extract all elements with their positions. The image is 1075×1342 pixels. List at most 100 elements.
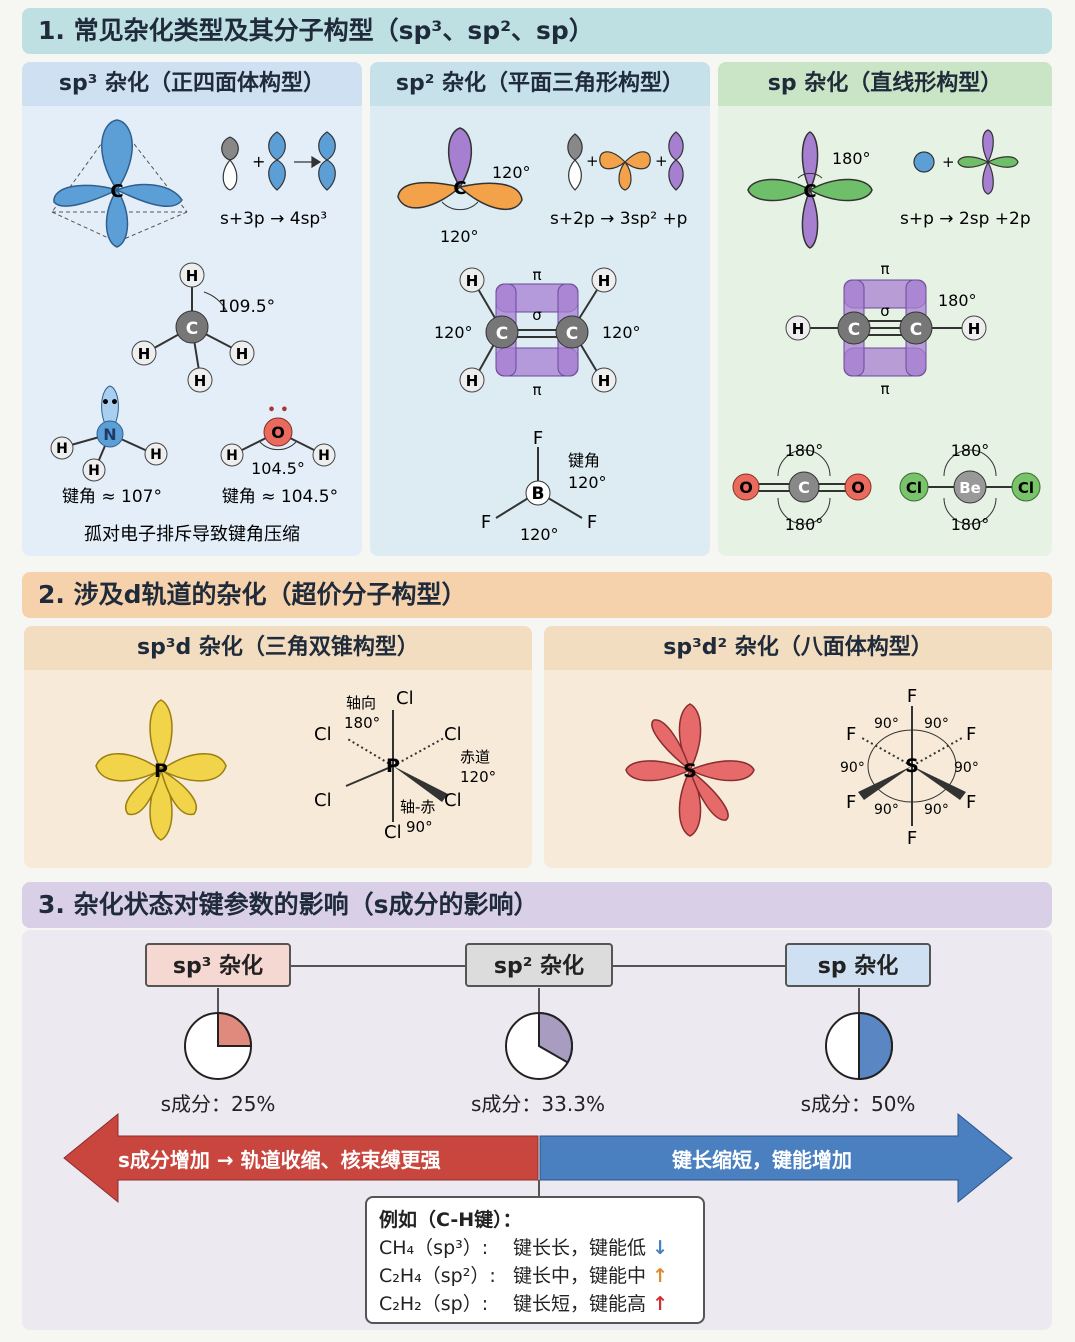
ethene-c2: C bbox=[566, 324, 578, 344]
nh3-h3: H bbox=[88, 463, 100, 479]
ethyne-sigma: σ bbox=[880, 302, 890, 320]
up-arrow-icon: ↑ bbox=[652, 1265, 668, 1287]
sp3d-diagram: P P Cl Cl Cl Cl Cl Cl 轴向 180° 赤道 120° 轴-… bbox=[95, 688, 496, 843]
sp3d2-f-top: F bbox=[907, 686, 917, 707]
bf3-angle2: 120° bbox=[520, 525, 559, 544]
example-row-c2h4: C₂H₄（sp²）: 键长中，键能中 ↑ bbox=[379, 1262, 691, 1290]
example-text: 键长中，键能中 bbox=[513, 1265, 647, 1287]
svg-text:• •: • • bbox=[267, 403, 288, 418]
h2o-h2: H bbox=[318, 448, 330, 464]
sp3d2-panel: sp³d² 杂化（八面体构型） S S F F F F F F 90° 90° … bbox=[544, 626, 1052, 868]
example-formula: CH₄（sp³）: bbox=[379, 1237, 489, 1259]
ethyne-angle: 180° bbox=[938, 291, 977, 310]
sp-title: sp 杂化（直线形构型） bbox=[718, 62, 1052, 106]
ethyne-c2: C bbox=[910, 320, 922, 340]
sp-center-label: C bbox=[803, 181, 816, 202]
sp-box: sp 杂化 bbox=[785, 943, 931, 987]
sp3-s-fraction: s成分：25% bbox=[160, 1092, 276, 1116]
section3-header: 3. 杂化状态对键参数的影响（s成分的影响） bbox=[22, 882, 1052, 928]
svg-text:+: + bbox=[942, 153, 955, 171]
s-fraction-slice bbox=[217, 1011, 253, 1047]
ethene-angle-left: 120° bbox=[434, 323, 473, 342]
sp3d2-center-label: S bbox=[683, 760, 697, 782]
sp3d-eq-label: 赤道 bbox=[460, 748, 490, 766]
ch4-center: C bbox=[186, 319, 198, 339]
sp3d-axial-label: 轴向 bbox=[346, 694, 376, 712]
sp3d2-f-upleft: F bbox=[846, 724, 856, 745]
example-text: 键长长，键能低 bbox=[513, 1237, 647, 1259]
sp3d2-diagram: S S F F F F F F 90° 90° 90° 90° 90° 90° bbox=[625, 686, 979, 849]
sp-angle: 180° bbox=[832, 149, 871, 168]
sp2-angle2: 120° bbox=[440, 227, 479, 246]
bf3-f1: F bbox=[533, 428, 543, 449]
bf3-f3: F bbox=[587, 512, 597, 533]
section1-header: 1. 常见杂化类型及其分子构型（sp³、sp²、sp） bbox=[22, 8, 1052, 54]
sp3d-cl-upleft: Cl bbox=[314, 724, 332, 745]
ch-bond-example-box: 例如（C-H键）： CH₄（sp³）: 键长长，键能低 ↓ C₂H₄（sp²）: 键… bbox=[365, 1196, 705, 1324]
sp3d2-f-upright: F bbox=[966, 724, 976, 745]
sp3d-axial-angle: 180° bbox=[344, 714, 380, 732]
svg-text:+: + bbox=[655, 152, 668, 170]
arrow-right-text: 键长缩短，键能增加 bbox=[672, 1148, 852, 1172]
example-row-ch4: CH₄（sp³）: 键长长，键能低 ↓ bbox=[379, 1234, 691, 1262]
example-text: 键长短，键能高 bbox=[513, 1293, 647, 1315]
sp3-diagram: C + s+3p → 4sp³ C H H H bbox=[50, 119, 338, 545]
s-fraction-slice bbox=[858, 1011, 893, 1081]
ethene-h3: H bbox=[598, 272, 611, 290]
sp3d2-f-left: F bbox=[846, 792, 856, 813]
ch4-h2: H bbox=[138, 345, 151, 363]
sp3d-cl-top: Cl bbox=[396, 688, 414, 709]
sp3d2-angle-2: 90° bbox=[924, 716, 949, 732]
co2-angle-bottom: 180° bbox=[785, 515, 824, 534]
sp3-formula: s+3p → 4sp³ bbox=[220, 209, 327, 229]
sp3-panel: sp³ 杂化（正四面体构型） C + s+3p → 4sp³ bbox=[22, 62, 362, 556]
svg-text:+: + bbox=[252, 152, 265, 171]
sp2-panel: sp² 杂化（平面三角形构型） C 120° 120° + + s+2p → 3… bbox=[370, 62, 710, 556]
ethene-h2: H bbox=[466, 372, 479, 390]
nh3-h2: H bbox=[150, 447, 162, 463]
example-formula: C₂H₂（sp）: bbox=[379, 1293, 489, 1315]
bf3-angle1: 120° bbox=[568, 473, 607, 492]
co2-c: C bbox=[798, 478, 810, 497]
nh3-center: N bbox=[103, 425, 116, 444]
bf3-label: 键角 bbox=[568, 451, 600, 470]
ethyne-pi-bottom: π bbox=[880, 380, 889, 398]
up-arrow-icon: ↑ bbox=[652, 1293, 668, 1315]
ch4-angle: 109.5° bbox=[218, 297, 275, 317]
nh3-h1: H bbox=[56, 441, 68, 457]
example-title: 例如（C-H键）： bbox=[379, 1209, 522, 1231]
example-formula: C₂H₄（sp²）: bbox=[379, 1265, 496, 1287]
ethene-pi-bottom: π bbox=[532, 381, 541, 399]
becl2-angle-top: 180° bbox=[951, 441, 990, 460]
sp3d2-angle-3: 90° bbox=[840, 760, 865, 776]
sp3d-cl-left: Cl bbox=[314, 790, 332, 811]
sp3-box: sp³ 杂化 bbox=[145, 943, 291, 987]
ethene-h1: H bbox=[466, 272, 479, 290]
ethyne-h1: H bbox=[792, 320, 805, 338]
lonepair-note: 孤对电子排斥导致键角压缩 bbox=[84, 524, 300, 545]
sp3d2-angle-1: 90° bbox=[874, 716, 899, 732]
sp2-angle1: 120° bbox=[492, 163, 531, 182]
ethene-sigma: σ bbox=[532, 306, 542, 324]
sp2-s-fraction: s成分：33.3% bbox=[471, 1092, 605, 1116]
sp3d-panel: sp³d 杂化（三角双锥构型） P P Cl Cl Cl Cl Cl Cl 轴向… bbox=[24, 626, 532, 868]
down-arrow-icon: ↓ bbox=[652, 1237, 668, 1259]
becl2-be: Be bbox=[959, 479, 981, 497]
sp3d-cl-upright: Cl bbox=[444, 724, 462, 745]
sp3d-p: P bbox=[386, 755, 400, 777]
co2-o2: O bbox=[851, 478, 865, 497]
ethene-angle-right: 120° bbox=[602, 323, 641, 342]
sp3d-eq-angle: 120° bbox=[460, 768, 496, 786]
co2-angle-top: 180° bbox=[785, 441, 824, 460]
nh3-note: 键角 ≈ 107° bbox=[62, 487, 162, 507]
sp2-diagram: C 120° 120° + + s+2p → 3sp² +p C C bbox=[397, 127, 687, 544]
section2-header: 2. 涉及d轨道的杂化（超价分子构型） bbox=[22, 572, 1052, 618]
ch4-h3: H bbox=[236, 345, 249, 363]
sp3d2-title: sp³d² 杂化（八面体构型） bbox=[544, 626, 1052, 670]
becl2-angle-bottom: 180° bbox=[951, 515, 990, 534]
sp3-title: sp³ 杂化（正四面体构型） bbox=[22, 62, 362, 106]
sp-diagram: C 180° + s+p → 2sp +2p C C H H π π σ 180… bbox=[732, 129, 1041, 534]
ethene-c1: C bbox=[496, 324, 508, 344]
sp2-center-label: C bbox=[453, 178, 466, 199]
